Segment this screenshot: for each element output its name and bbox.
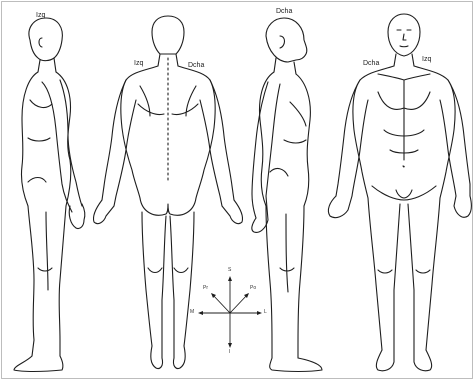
figure-right-side-view xyxy=(252,18,322,372)
figure1-head xyxy=(29,18,62,61)
figure3-knee xyxy=(280,214,294,292)
figure3-legs xyxy=(266,206,304,358)
figure1-chest-line xyxy=(28,100,52,141)
key-label-upper-left: Pr xyxy=(203,286,208,291)
figure1-knee xyxy=(38,212,52,290)
figure3-ear xyxy=(280,36,285,48)
figure1-hand xyxy=(69,204,85,229)
label-back-left: Izq xyxy=(134,60,143,67)
figure-left-side-view xyxy=(14,18,85,372)
figure2-arm-right xyxy=(200,80,234,206)
figure2-hand-right xyxy=(222,200,243,224)
figure4-feet xyxy=(376,350,431,371)
label-front-left: Izq xyxy=(422,56,431,63)
figure4-chest xyxy=(378,74,430,160)
key-label-left: M xyxy=(190,310,194,315)
figure3-head xyxy=(266,18,307,62)
figure1-arm xyxy=(42,80,82,212)
label-front-right: Dcha xyxy=(363,60,379,67)
figure2-buttocks xyxy=(140,198,196,215)
key-label-right: L xyxy=(264,310,267,315)
figure3-buttock xyxy=(270,169,288,176)
figure4-legs xyxy=(368,198,440,350)
figure1-ear xyxy=(39,38,42,47)
figure2-hand-left xyxy=(93,200,114,224)
figure2-feet xyxy=(151,346,185,369)
key-label-up: S xyxy=(228,268,231,273)
figure4-knees xyxy=(378,270,430,273)
figure-back-view xyxy=(93,16,242,369)
key-axis-diagonal-left xyxy=(212,294,230,313)
key-label-upper-right: Po xyxy=(250,286,256,291)
figure4-face xyxy=(397,30,411,47)
figure2-legs xyxy=(142,212,194,346)
figure1-legs xyxy=(28,206,66,356)
figure4-hand-left xyxy=(328,196,352,218)
label-back-right: Dcha xyxy=(188,62,204,69)
figure4-hand-right xyxy=(454,196,471,217)
figure2-calves xyxy=(148,268,188,273)
label-side-left: Izq xyxy=(36,12,45,19)
key-axis-diagonal-right xyxy=(230,294,248,313)
figure3-foot xyxy=(270,358,322,372)
label-side-right: Dcha xyxy=(276,8,292,15)
figure2-head xyxy=(152,16,184,54)
figure2-arm-left xyxy=(102,80,136,206)
figure1-foot xyxy=(14,356,63,372)
figure3-chest-line xyxy=(284,102,306,143)
figure1-hip xyxy=(28,178,46,183)
figure-front-view xyxy=(328,14,471,371)
key-label-down: I xyxy=(229,350,230,355)
figure4-pelvis xyxy=(372,166,436,200)
